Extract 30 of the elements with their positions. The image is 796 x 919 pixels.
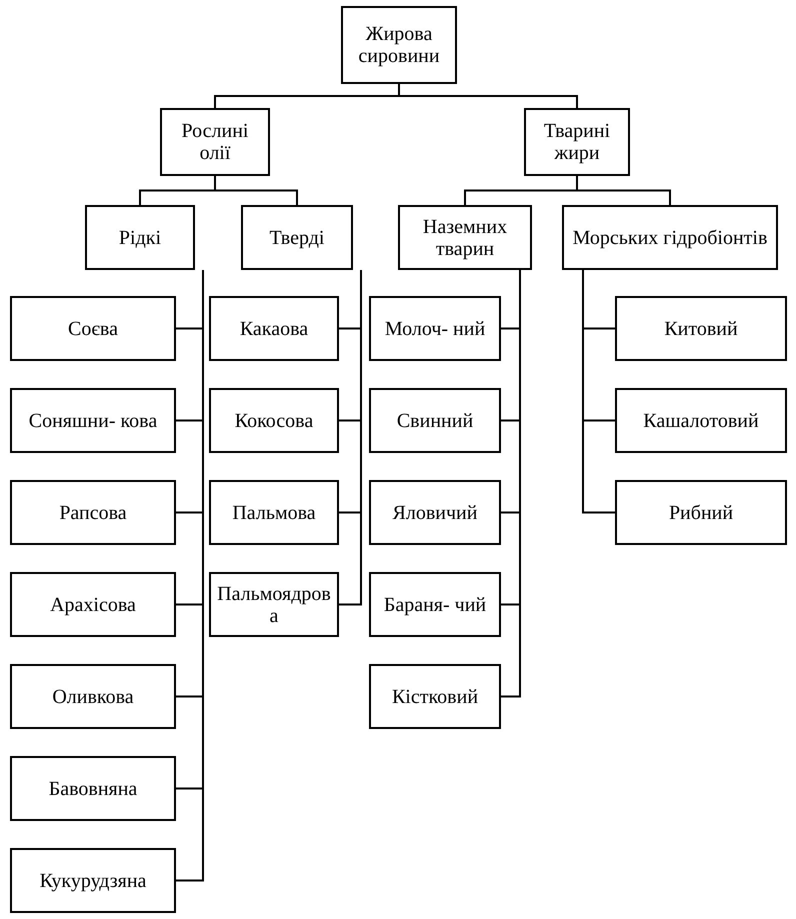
connector-line [339, 270, 362, 606]
category-box: Какаова [209, 296, 339, 361]
connector-line [176, 270, 204, 882]
category-box: Яловичий [369, 480, 501, 545]
category-box: Рідкі [85, 205, 195, 270]
category-box: Арахісова [10, 572, 176, 637]
category-box: Морських гідробіонтів [562, 205, 778, 270]
category-box: Бавовняна [10, 756, 176, 821]
category-box: Тверді [241, 205, 353, 270]
category-box: Оливкова [10, 664, 176, 729]
connector-line [214, 176, 298, 205]
category-box: Китовий [615, 296, 787, 361]
category-box: Соняшни- кова [10, 388, 176, 453]
category-box: Молоч- ний [369, 296, 501, 361]
category-box: Рибний [615, 480, 787, 545]
category-box: Свинний [369, 388, 501, 453]
category-box: Пальмова [209, 480, 339, 545]
connector-line [582, 270, 615, 514]
category-box: Рапсова [10, 480, 176, 545]
category-box: Кашалотовий [615, 388, 787, 453]
category-box: Бараня- чий [369, 572, 501, 637]
category-box: Рослині олії [160, 108, 270, 176]
category-box: Соєва [10, 296, 176, 361]
category-box: Кукурудзяна [10, 848, 176, 913]
category-box: Наземних тварин [398, 205, 532, 270]
category-box: Жирова сировини [341, 6, 457, 84]
category-box: Кістковий [369, 664, 501, 729]
category-box: Пальмоядрова [209, 572, 339, 637]
category-box: Тварині жири [524, 108, 630, 176]
category-box: Кокосова [209, 388, 339, 453]
